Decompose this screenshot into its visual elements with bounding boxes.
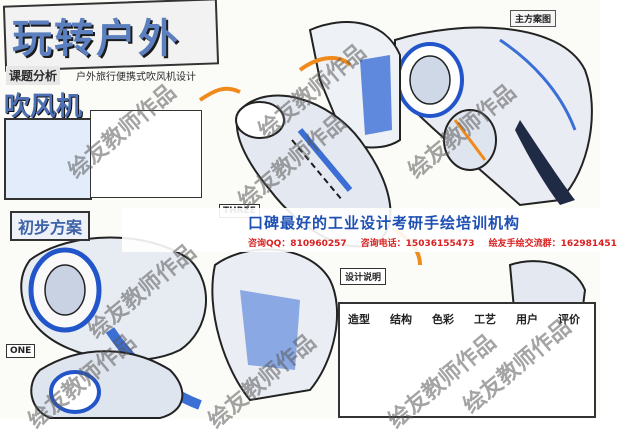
design-board: 玩转户外 课题分析 户外旅行便携式吹风机设计 吹风机 主方案图 初步方案 THR… [2,0,617,434]
design-info-table [338,302,596,418]
subject-analysis-label: 课题分析 [6,66,61,85]
sketch-label: 初步方案 [10,211,91,241]
info-header: 结构 [390,313,412,326]
design-notes-label: 设计说明 [340,268,387,285]
main-view-label: 主方案图 [510,10,557,27]
sketch-dryer-two [211,248,339,402]
analysis-panel [4,118,92,200]
product-tag: 吹风机 [4,92,83,122]
watermark-layer: 绘友教师作品 绘友教师作品 绘友教师作品 绘友教师作品 绘友教师作品 绘友教师作… [24,40,576,434]
subject-analysis-note: 户外旅行便携式吹风机设计 [76,72,196,83]
design-info-headers: 造型 结构 色彩 工艺 用户 评价 [338,308,592,327]
watermark: 绘友教师作品 [63,79,182,184]
watermark: 绘友教师作品 [23,329,142,434]
sketch-dryer-one [20,236,207,419]
contact-qq: 咨询QQ：810960257 [248,239,347,249]
info-header: 工艺 [474,313,496,326]
info-header: 用户 [516,313,538,326]
sketch-artwork [20,21,593,419]
info-header: 色彩 [432,313,454,326]
main-view-dryer [394,26,593,207]
analysis-table [90,110,202,198]
info-header: 评价 [558,313,580,326]
promo-banner-contacts: 咨询QQ：810960257 咨询电话：15036155473 绘友手绘交流群：16… [248,236,631,249]
watermark: 绘友教师作品 [203,329,322,434]
board-title: 玩转户外 [12,16,180,62]
watermark: 绘友教师作品 [403,79,522,184]
label-one: ONE [6,344,36,358]
watermark: 绘友教师作品 [83,239,202,344]
contact-phone: 咨询电话：15036155473 [360,239,475,249]
info-header: 造型 [348,313,370,326]
promo-banner [122,208,600,252]
promo-banner-title: 口碑最好的工业设计考研手绘培训机构 [248,214,521,232]
contact-group: 绘友手绘交流群：162981451 [488,239,617,249]
